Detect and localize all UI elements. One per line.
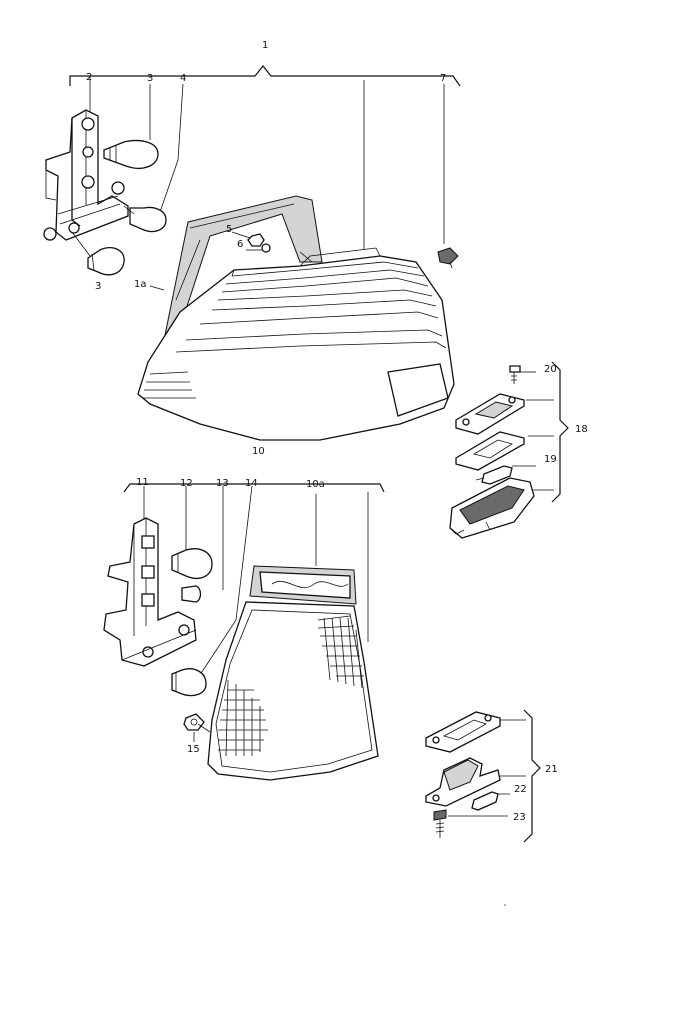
label-4: 4 [180, 73, 186, 84]
bulb-holder-bottom [103, 517, 213, 697]
screw-20 [509, 365, 521, 384]
bulb-holder-top [43, 109, 167, 276]
label-23: 23 [513, 812, 526, 823]
assembly-bracket-bottom [123, 483, 385, 679]
label-21: 21 [545, 764, 558, 775]
label-15: 15 [187, 744, 200, 755]
label-14: 14 [245, 478, 258, 489]
screw-7 [437, 247, 459, 269]
lens-plate-upper [455, 393, 525, 435]
lamp-housing-small [449, 477, 535, 539]
label-10a: 10a [306, 479, 325, 490]
label-22: 22 [514, 784, 527, 795]
label-1a: 1a [134, 279, 147, 290]
bulb-22 [471, 791, 499, 811]
tail-lamp [137, 247, 455, 441]
leader-lines [149, 251, 313, 291]
label-10: 10 [252, 446, 265, 457]
nut-washer [231, 231, 271, 253]
label-18: 18 [575, 424, 588, 435]
label-11: 11 [136, 477, 149, 488]
label-19: 19 [544, 454, 557, 465]
part-labels: 1 2 3 4 7 5 6 3 1a 10 20 18 19 11 12 13 … [86, 40, 588, 823]
bracket-18 [512, 361, 569, 503]
label-3-bottom: 3 [95, 281, 101, 292]
label-20: 20 [544, 364, 557, 375]
label-12: 12 [180, 478, 193, 489]
label-13: 13 [216, 478, 229, 489]
nut-15 [183, 713, 211, 742]
label-2: 2 [86, 72, 92, 83]
bulb-19 [475, 465, 513, 485]
label-1: 1 [262, 40, 268, 51]
label-5: 5 [226, 224, 232, 235]
lens-plate-lower [425, 711, 501, 753]
lens-grid-upper [317, 615, 364, 689]
label-7: 7 [440, 73, 446, 84]
lamp-housing-22 [425, 757, 501, 807]
screw-23 [433, 809, 447, 838]
stray-dot [504, 904, 506, 906]
assembly-bracket-top [69, 65, 461, 250]
label-6: 6 [237, 239, 243, 250]
corner-lamp [207, 565, 379, 781]
lens-grid-lower [218, 679, 268, 757]
gasket-plate [455, 431, 525, 471]
label-3-top: 3 [147, 73, 153, 84]
